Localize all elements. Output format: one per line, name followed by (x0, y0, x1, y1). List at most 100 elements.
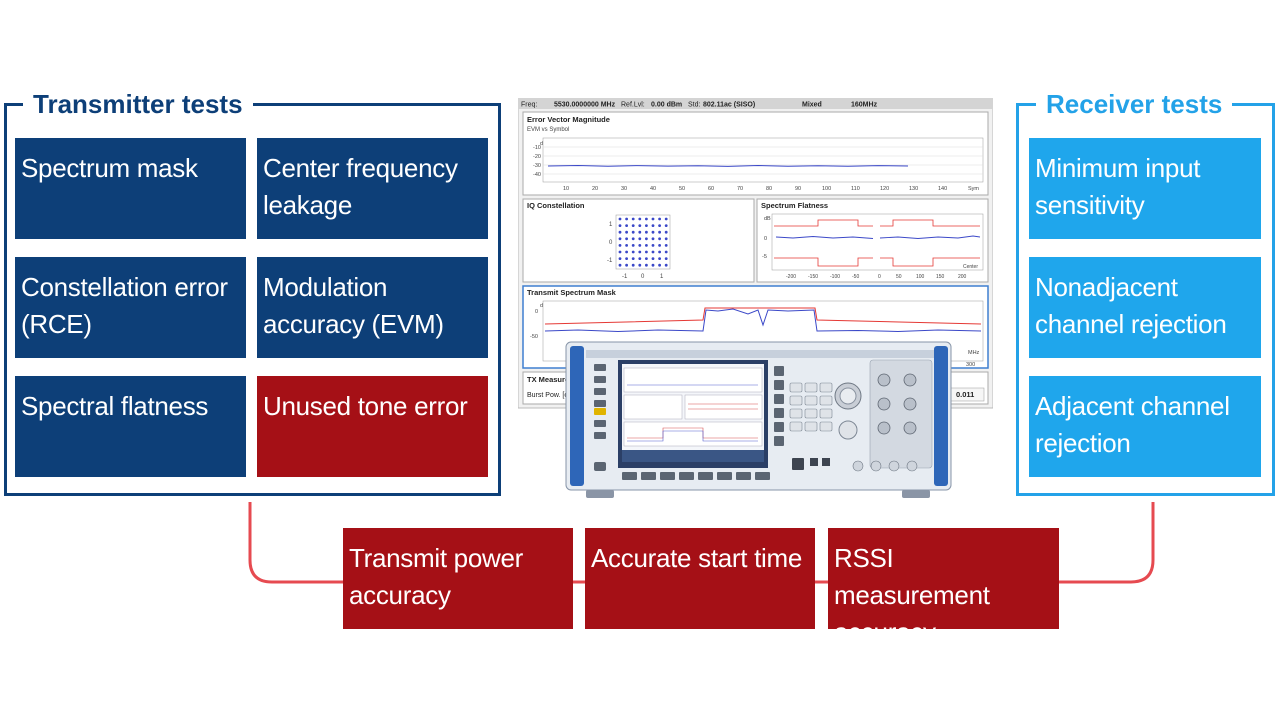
iq-point (638, 224, 642, 227)
flatness-xtick: -100 (830, 274, 840, 280)
iq-point (664, 230, 668, 234)
spectrum-mask-box: Spectrum mask (15, 138, 246, 239)
iq-point (638, 250, 642, 254)
iq-xtick: -1 (622, 274, 628, 280)
rssi-measurement-accuracy-box: RSSI measurement accuracy (828, 528, 1059, 647)
flatness-unit: dB (764, 216, 771, 222)
iq-point (664, 244, 668, 247)
flatness-xtick: 150 (936, 274, 945, 280)
bandwidth-value: 160MHz (851, 102, 878, 109)
iq-point (638, 230, 642, 234)
evm-xtick: 30 (621, 186, 627, 192)
evm-xtick: 40 (650, 186, 656, 192)
mode-value: Mixed (802, 102, 822, 109)
evm-xtick: 70 (737, 186, 743, 192)
flatness-ytick: -5 (762, 254, 767, 260)
iq-point (658, 237, 661, 241)
evm-ytick: -20 (533, 154, 541, 160)
iq-xtick: 0 (641, 274, 645, 280)
iq-point (625, 230, 628, 234)
iq-point (645, 217, 648, 221)
iq-point (625, 257, 628, 260)
transmitter-tests-group: Transmitter tests (4, 88, 501, 496)
tester-instrument-illustration: Freq: 5530.0000000 MHz Ref.Lvl: 0.00 dBm… (518, 98, 993, 498)
iq-ytick: -1 (607, 258, 613, 264)
tx-measurement-title: TX Measuremen (527, 375, 585, 384)
receiver-tests-group: Receiver tests (1016, 88, 1275, 496)
iq-point (651, 224, 655, 227)
freq-label: Freq: (521, 102, 537, 109)
iq-point (651, 230, 655, 234)
iq-point (618, 217, 622, 221)
iq-point (638, 237, 642, 241)
iq-point (664, 237, 668, 241)
iq-point (658, 250, 661, 254)
accurate-start-time-box: Accurate start time (585, 528, 815, 629)
evm-xtick: 20 (592, 186, 598, 192)
modulation-accuracy-box: Modulation accuracy (EVM) (257, 257, 488, 358)
iq-point (618, 230, 622, 234)
evm-xtick: 140 (938, 186, 947, 192)
iq-point (625, 263, 628, 267)
std-label: Std: (688, 102, 701, 109)
iq-point (638, 263, 642, 267)
iq-point (631, 217, 635, 221)
iq-point (645, 244, 648, 247)
evm-xtick: 130 (909, 186, 918, 192)
evm-ytick: -40 (533, 172, 541, 178)
iq-point (658, 230, 661, 234)
iq-point (631, 237, 635, 241)
std-value: 802.11ac (SISO) (703, 102, 755, 109)
instrument-body (565, 341, 952, 498)
evm-xunit: Sym (968, 186, 979, 192)
mask-panel-title: Transmit Spectrum Mask (527, 288, 617, 297)
evm-xtick: 60 (708, 186, 714, 192)
iq-ytick: 1 (609, 222, 613, 228)
unused-tone-error-box: Unused tone error (257, 376, 488, 477)
iq-point (618, 244, 622, 247)
flatness-xtick: -200 (786, 274, 796, 280)
mask-xunit: MHz (968, 350, 980, 356)
iq-point (645, 230, 648, 234)
iq-point (625, 250, 628, 254)
iq-point (651, 237, 655, 241)
constellation-error-box: Constellation error (RCE) (15, 257, 246, 358)
receiver-tests-title: Receiver tests (1036, 88, 1233, 120)
flatness-xtick: -150 (808, 274, 818, 280)
transmit-power-accuracy-box: Transmit power accuracy (343, 528, 573, 629)
evm-plot-area (542, 137, 984, 183)
iq-point (631, 244, 635, 247)
iq-point (631, 250, 635, 254)
iq-point (618, 250, 622, 254)
evm-xtick: 50 (679, 186, 685, 192)
iq-point (664, 250, 668, 254)
iq-point (645, 257, 648, 260)
iq-point (618, 237, 622, 241)
flatness-xtick: 200 (958, 274, 967, 280)
minimum-input-sensitivity-box: Minimum input sensitivity (1029, 138, 1261, 239)
iq-xtick: 1 (660, 274, 664, 280)
iq-point (658, 244, 661, 247)
iq-point (625, 244, 628, 247)
iq-point (658, 263, 661, 267)
evm-xtick: 100 (822, 186, 831, 192)
evm-ytick: -30 (533, 163, 541, 169)
iq-point (651, 257, 655, 260)
freq-value: 5530.0000000 MHz (554, 102, 616, 109)
spectral-flatness-box: Spectral flatness (15, 376, 246, 477)
iq-point (664, 257, 668, 260)
iq-point (638, 217, 642, 221)
iq-point (645, 250, 648, 254)
iq-panel-title: IQ Constellation (527, 201, 585, 210)
flatness-xtick: 0 (878, 274, 881, 280)
mask-xtick: 300 (966, 362, 975, 368)
evm-panel-title: Error Vector Magnitude (527, 115, 610, 124)
flatness-xtick: 100 (916, 274, 925, 280)
evm-xtick: 90 (795, 186, 801, 192)
adjacent-channel-rejection-box: Adjacent channel rejection (1029, 376, 1261, 477)
iq-point (645, 263, 648, 267)
mask-ytick: -50 (530, 334, 538, 340)
flatness-center-label: Center (963, 264, 978, 270)
burst-power-value: 0.011 (956, 390, 974, 399)
iq-point (625, 224, 628, 227)
